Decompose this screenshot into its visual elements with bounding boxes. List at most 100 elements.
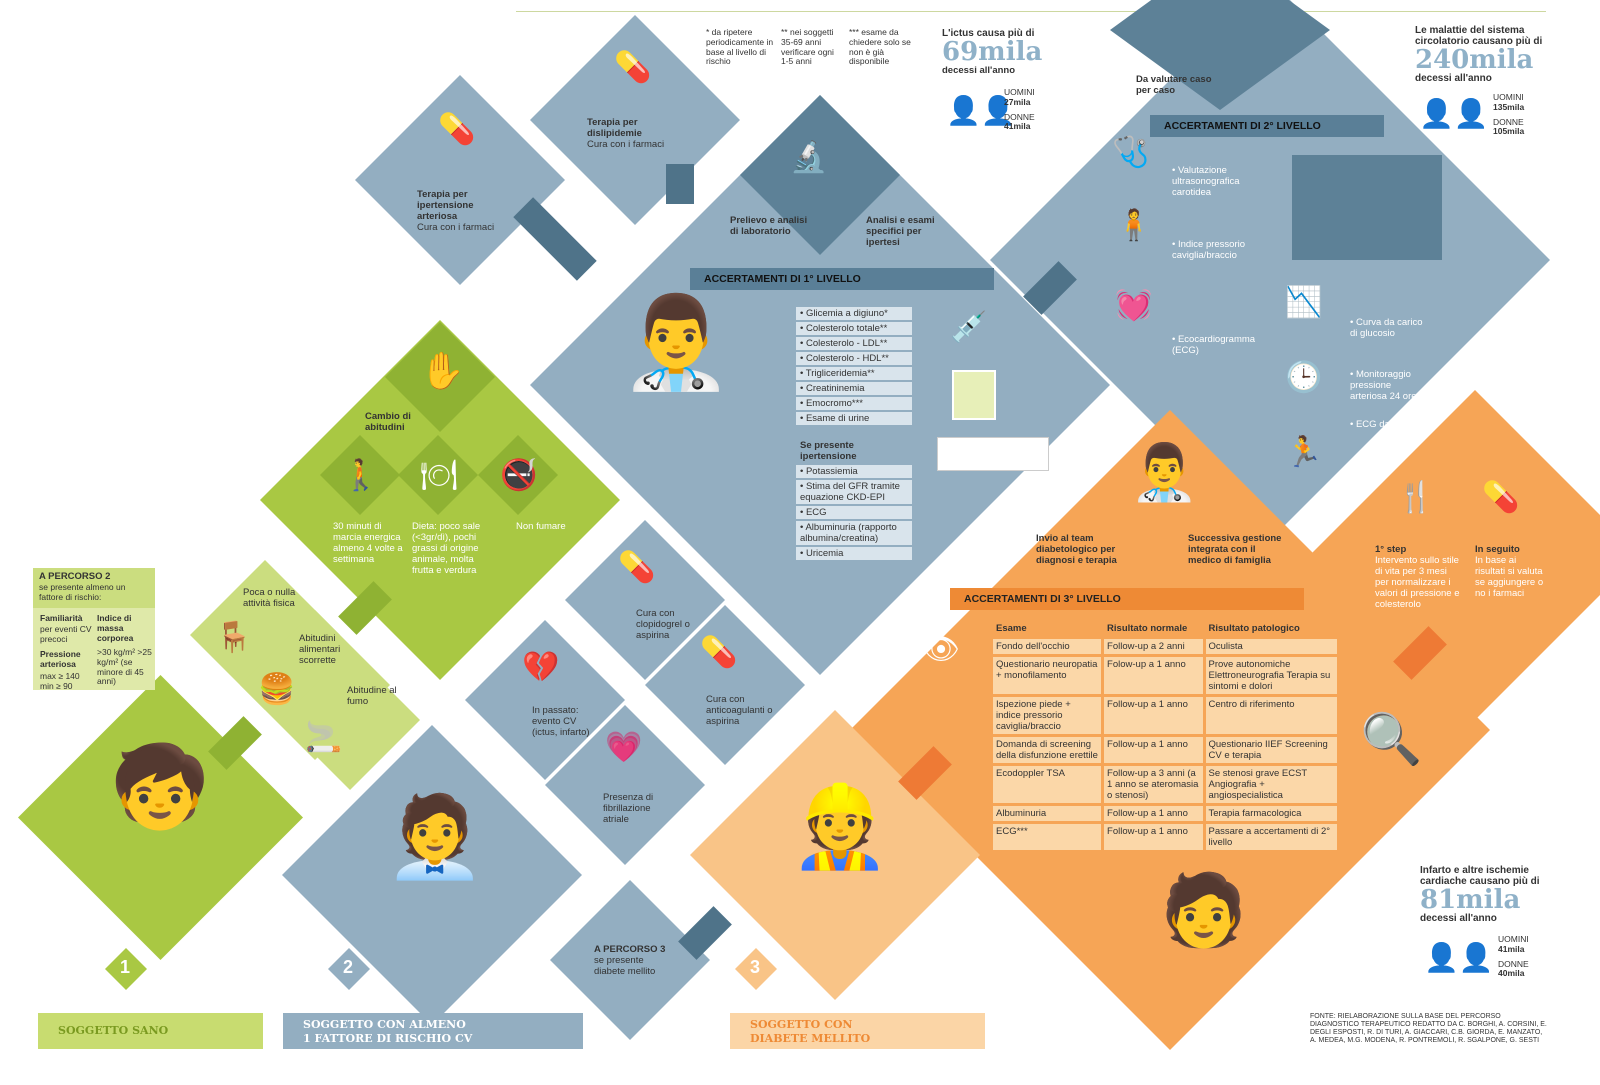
ipertensione-title: Terapia per ipertensione arteriosa [417, 189, 474, 222]
people-icon: 👤👤 [1419, 98, 1489, 129]
stat-infarto: Infarto e altre ischemie cardiache causa… [1420, 865, 1550, 978]
risk-person-illustration: 🧑‍💼 [385, 792, 485, 881]
cv-clopidogrel: Cura con clopidogrel o aspirina [636, 608, 690, 641]
stat-circolatorio: Le malattie del sistema circolatorio cau… [1415, 25, 1550, 136]
brain-illustration [1292, 155, 1442, 260]
level1-band: ACCERTAMENTI DI 1° LIVELLO [690, 268, 994, 290]
doctors-illustration: 👨‍⚕️ [620, 293, 733, 393]
level1-item: • Colesterolo totale** [796, 322, 912, 335]
cell: Questionario neuropatia + monofilamento [993, 657, 1102, 694]
habits-walk: 30 minuti di marcia energica almeno 4 vo… [333, 521, 403, 565]
medical-team-icon: 👨‍⚕️ [1130, 441, 1199, 503]
imc-text: >30 kg/m² >25 kg/m² (se minore di 45 ann… [97, 647, 152, 687]
table-row: Ispezione piede + indice pressorio cavig… [993, 697, 1337, 734]
risk-smoke: Abitudine al fumo [347, 685, 397, 707]
profile-number: 1 [120, 957, 131, 977]
cutlery-icon: 🍴 [1397, 481, 1435, 514]
cell: Follow-up a 2 anni [1104, 639, 1203, 654]
cell: ECG*** [993, 824, 1102, 850]
table-header: Esame [996, 623, 1027, 634]
press-text: max ≥ 140 min ≥ 90 [40, 671, 80, 691]
cell: Fondo dell'occhio [993, 639, 1102, 654]
source-note: FONTE: RIELABORAZIONE SULLA BASE DEL PER… [1310, 1013, 1547, 1045]
stat-ictus: L'ictus causa più di 69mila decessi all'… [942, 28, 1052, 131]
level1-sub-item: • ECG [796, 506, 912, 519]
percorso2-box: A PERCORSO 2 se presente almeno un fatto… [33, 568, 155, 691]
percorso2-sub: se presente almeno un fattore di rischio… [39, 581, 126, 602]
level1-item: • Esame di urine [796, 412, 912, 425]
men-label: UOMINI [1498, 934, 1529, 944]
level1-item: • Emocromo*** [796, 397, 912, 410]
level2-item: • Ecocardiogramma (ECG) [1172, 334, 1256, 356]
women-value: 41mila [1004, 121, 1031, 132]
imc-title: Indice di massa corporea [97, 613, 134, 643]
risk-activity: Poca o nulla attività fisica [243, 587, 296, 609]
stat-intro: Le malattie del sistema circolatorio cau… [1415, 25, 1543, 47]
level1-item: • Trigliceridemia** [796, 367, 912, 380]
profile2-band: SOGGETTO CON ALMENO 1 FATTORE DI RISCHIO… [283, 1013, 583, 1049]
stat-intro: L'ictus causa più di [942, 28, 1035, 39]
habits-title: Cambio di abitudini [365, 411, 411, 433]
healthy-person-illustration: 🧒 [110, 742, 210, 831]
cv-anticoag: Cura con anticoagulanti o aspirina [706, 694, 773, 727]
profile-number: 2 [343, 957, 354, 977]
arrow-icon [513, 197, 597, 281]
cell: Follow-up a 1 anno [1104, 737, 1203, 763]
top-rule [516, 11, 1546, 12]
level1-sub-item: • Stima del GFR tramite equazione CKD-EP… [796, 480, 912, 504]
cell: Albuminuria [993, 806, 1102, 821]
men-value: 27mila [1004, 96, 1031, 107]
cell: Passare a accertamenti di 2° livello [1205, 824, 1337, 850]
body-icon: 🧍 [1115, 209, 1153, 242]
level2-item: • Indice pressorio caviglia/braccio [1172, 239, 1246, 261]
next-title: In seguito [1475, 544, 1520, 555]
diabete-gestione-label: Successiva gestione integrata con il med… [1188, 533, 1282, 566]
no-smoking-icon: 🚭 [500, 459, 538, 492]
percorso3-text: se presente diabete mellito [594, 954, 656, 977]
profile1-band: SOGGETTO SANO [38, 1013, 263, 1049]
step1-text: Intervento sullo stile di vita per 3 mes… [1375, 554, 1460, 610]
patient-illustration: 🧑 [1160, 871, 1248, 949]
stat-value: 240mila [1415, 45, 1534, 75]
pill-icon: 💊 [438, 113, 476, 146]
cell: Ecodoppler TSA [993, 766, 1102, 803]
heart-icon: 💓 [1115, 289, 1153, 322]
women-label: DONNE [1493, 116, 1524, 127]
cell: Follow-up a 1 anno [1104, 697, 1203, 734]
habits-smoke: Non fumare [516, 521, 566, 532]
level1-sub-title: Se presente ipertensione [800, 440, 857, 462]
level2-item: • Curva da carico di glucosio [1350, 317, 1423, 339]
people-icon: 👤👤 [946, 95, 1016, 126]
hand-stop-icon: ✋ [420, 350, 465, 391]
cell: Follow-up a 1 anno [1104, 806, 1203, 821]
urine-cup-icon [952, 370, 996, 420]
women-value: 40mila [1498, 968, 1525, 979]
profile3-band: SOGGETTO CON DIABETE MELLITO [730, 1013, 985, 1049]
cv-passato: In passato: evento CV (ictus, infarto) [532, 705, 590, 738]
prelievo-label: Prelievo e analisi di laboratorio [730, 215, 808, 237]
arrow-icon [666, 164, 694, 204]
pill-icon: 💊 [614, 51, 652, 84]
risk-food: Abitudini alimentari scorrette [299, 633, 341, 666]
cell: Prove autonomiche Elettroneurografia Ter… [1205, 657, 1337, 694]
percorso2-title: A PERCORSO 2 [39, 571, 111, 582]
level1-sub-item: • Albuminuria (rapporto albumina/creatin… [796, 521, 912, 545]
cell: Centro di riferimento [1205, 697, 1337, 734]
stat-outro: decessi all'anno [1420, 913, 1497, 924]
diabete-team-label: Invio al team diabetologico per diagnosi… [1036, 533, 1117, 566]
cell: Oculista [1205, 639, 1337, 654]
syringe-icon: 💉 [950, 311, 988, 344]
next-text: In base ai risultati si valuta se aggiun… [1475, 554, 1544, 599]
ipertensione-diamond [355, 75, 565, 285]
level2-item: • Monitoraggio pressione arteriosa 24 or… [1350, 369, 1417, 402]
pill-icon: 💊 [700, 636, 738, 669]
level1-item: • Colesterolo - LDL** [796, 337, 912, 350]
stat-intro: Infarto e altre ischemie cardiache causa… [1420, 865, 1540, 887]
note-1: * da ripetere periodicamente in base al … [706, 27, 774, 67]
level1-item: • Colesterolo - HDL** [796, 352, 912, 365]
cell: Ispezione piede + indice pressorio cavig… [993, 697, 1102, 734]
men-value: 135mila [1493, 101, 1525, 112]
